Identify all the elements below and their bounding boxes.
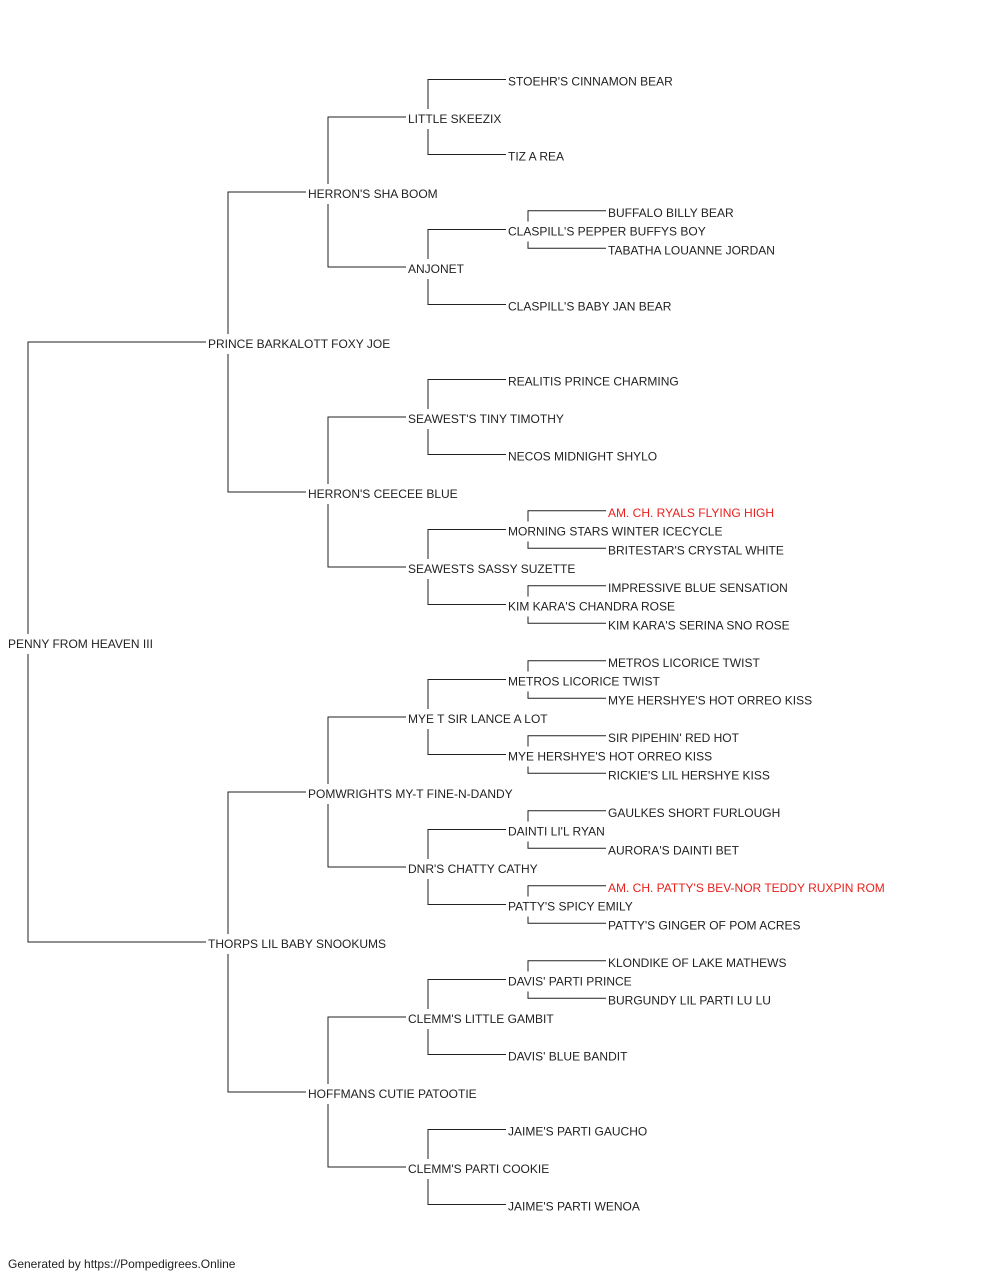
ancestor-name: TIZ A REA <box>508 150 564 164</box>
dam-connector <box>227 354 306 493</box>
dam-connector <box>527 766 606 774</box>
ancestor-name: REALITIS PRINCE CHARMING <box>508 375 679 389</box>
ancestor-name: PATTY'S SPICY EMILY <box>508 900 633 914</box>
ancestor-name: DAINTI LI'L RYAN <box>508 825 605 839</box>
dam-connector <box>527 916 606 924</box>
sire-connector <box>527 585 606 597</box>
dam-connector <box>427 1179 506 1205</box>
ancestor-name: POMWRIGHTS MY-T FINE-N-DANDY <box>308 787 513 801</box>
sire-connector <box>427 79 506 109</box>
sire-connector <box>527 960 606 972</box>
sire-connector <box>227 191 306 334</box>
ancestor-name: TABATHA LOUANNE JORDAN <box>608 243 775 257</box>
ancestor-name: JAIME'S PARTI GAUCHO <box>508 1125 647 1139</box>
ancestor-name: MYE T SIR LANCE A LOT <box>408 712 548 726</box>
sire-connector <box>27 341 206 634</box>
dam-connector <box>527 241 606 249</box>
dam-connector <box>27 654 206 943</box>
ancestor-name: RICKIE'S LIL HERSHYE KISS <box>608 768 770 782</box>
dam-connector <box>327 804 406 868</box>
dam-connector <box>327 1104 406 1168</box>
sire-connector <box>427 979 506 1009</box>
dam-connector <box>427 879 506 905</box>
dam-connector <box>427 729 506 755</box>
ancestor-name: LITTLE SKEEZIX <box>408 112 501 126</box>
ancestor-name: KLONDIKE OF LAKE MATHEWS <box>608 956 786 970</box>
sire-connector <box>327 116 406 184</box>
ancestor-name: THORPS LIL BABY SNOOKUMS <box>208 937 386 951</box>
ancestor-name: JAIME'S PARTI WENOA <box>508 1200 640 1214</box>
sire-connector <box>427 1129 506 1159</box>
ancestor-name: BRITESTAR'S CRYSTAL WHITE <box>608 543 784 557</box>
dam-connector <box>227 954 306 1093</box>
dam-connector <box>327 504 406 568</box>
ancestor-name: HOFFMANS CUTIE PATOOTIE <box>308 1087 477 1101</box>
dam-connector <box>427 1029 506 1055</box>
ancestor-name: KIM KARA'S SERINA SNO ROSE <box>608 618 790 632</box>
ancestor-name: SIR PIPEHIN' RED HOT <box>608 731 740 745</box>
ancestor-name: DAVIS' BLUE BANDIT <box>508 1050 628 1064</box>
ancestor-name: AM. CH. PATTY'S BEV-NOR TEDDY RUXPIN ROM <box>608 881 885 895</box>
sire-connector <box>327 716 406 784</box>
ancestor-name: CLEMM'S LITTLE GAMBIT <box>408 1012 554 1026</box>
ancestor-name: NECOS MIDNIGHT SHYLO <box>508 450 657 464</box>
ancestor-name: SEAWEST'S TINY TIMOTHY <box>408 412 564 426</box>
sire-connector <box>427 829 506 859</box>
sire-connector <box>527 885 606 897</box>
ancestor-name: CLEMM'S PARTI COOKIE <box>408 1162 549 1176</box>
dam-connector <box>427 129 506 155</box>
ancestor-name: METROS LICORICE TWIST <box>608 656 760 670</box>
ancestor-name: IMPRESSIVE BLUE SENSATION <box>608 581 788 595</box>
ancestor-name: AM. CH. RYALS FLYING HIGH <box>608 506 774 520</box>
ancestor-name: GAULKES SHORT FURLOUGH <box>608 806 780 820</box>
ancestor-name: MYE HERSHYE'S HOT ORREO KISS <box>608 693 812 707</box>
dam-connector <box>527 691 606 699</box>
ancestor-name: SEAWESTS SASSY SUZETTE <box>408 562 575 576</box>
sire-connector <box>527 735 606 747</box>
ancestor-name: BUFFALO BILLY BEAR <box>608 206 734 220</box>
ancestor-name: MORNING STARS WINTER ICECYCLE <box>508 525 722 539</box>
ancestor-name: HERRON'S CEECEE BLUE <box>308 487 458 501</box>
sire-connector <box>327 416 406 484</box>
dam-connector <box>327 204 406 268</box>
dam-connector <box>527 841 606 849</box>
subject-name: PENNY FROM HEAVEN III <box>8 637 153 651</box>
ancestor-name: DAVIS' PARTI PRINCE <box>508 975 632 989</box>
sire-connector <box>427 679 506 709</box>
ancestor-name: PRINCE BARKALOTT FOXY JOE <box>208 337 390 351</box>
ancestor-name: CLASPILL'S BABY JAN BEAR <box>508 300 672 314</box>
footer-credit: Generated by https://Pompedigrees.Online <box>8 1257 236 1271</box>
dam-connector <box>527 616 606 624</box>
sire-connector <box>527 510 606 522</box>
ancestor-name: STOEHR'S CINNAMON BEAR <box>508 75 673 89</box>
sire-connector <box>227 791 306 934</box>
sire-connector <box>527 810 606 822</box>
ancestor-name: KIM KARA'S CHANDRA ROSE <box>508 600 675 614</box>
ancestor-name: DNR'S CHATTY CATHY <box>408 862 538 876</box>
sire-connector <box>527 660 606 672</box>
ancestor-name: MYE HERSHYE'S HOT ORREO KISS <box>508 750 712 764</box>
dam-connector <box>527 991 606 999</box>
sire-connector <box>327 1016 406 1084</box>
sire-connector <box>527 210 606 222</box>
dam-connector <box>427 279 506 305</box>
sire-connector <box>427 229 506 259</box>
ancestor-name: AURORA'S DAINTI BET <box>608 843 740 857</box>
ancestor-name: BURGUNDY LIL PARTI LU LU <box>608 993 771 1007</box>
dam-connector <box>427 579 506 605</box>
ancestor-name: PATTY'S GINGER OF POM ACRES <box>608 918 801 932</box>
ancestor-name: CLASPILL'S PEPPER BUFFYS BOY <box>508 225 706 239</box>
ancestor-name: ANJONET <box>408 262 465 276</box>
dam-connector <box>427 429 506 455</box>
dam-connector <box>527 541 606 549</box>
ancestor-name: HERRON'S SHA BOOM <box>308 187 438 201</box>
sire-connector <box>427 529 506 559</box>
ancestor-name: METROS LICORICE TWIST <box>508 675 660 689</box>
sire-connector <box>427 379 506 409</box>
